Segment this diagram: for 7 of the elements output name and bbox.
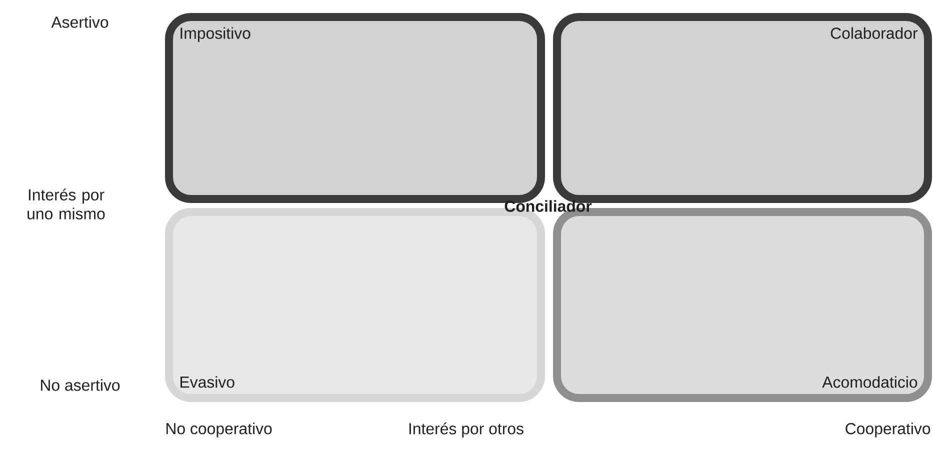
axis-label: No asertivo (41, 379, 120, 391)
axis-label: Cooperativo (846, 422, 930, 438)
axis-label: Interés por otros (409, 422, 524, 438)
quadrant-box: Impositivo (165, 13, 545, 203)
axis-label: Interés por uno mismo (28, 188, 105, 220)
axis-label: No cooperativo (166, 422, 272, 438)
axis-label: Asertivo (51, 16, 108, 28)
